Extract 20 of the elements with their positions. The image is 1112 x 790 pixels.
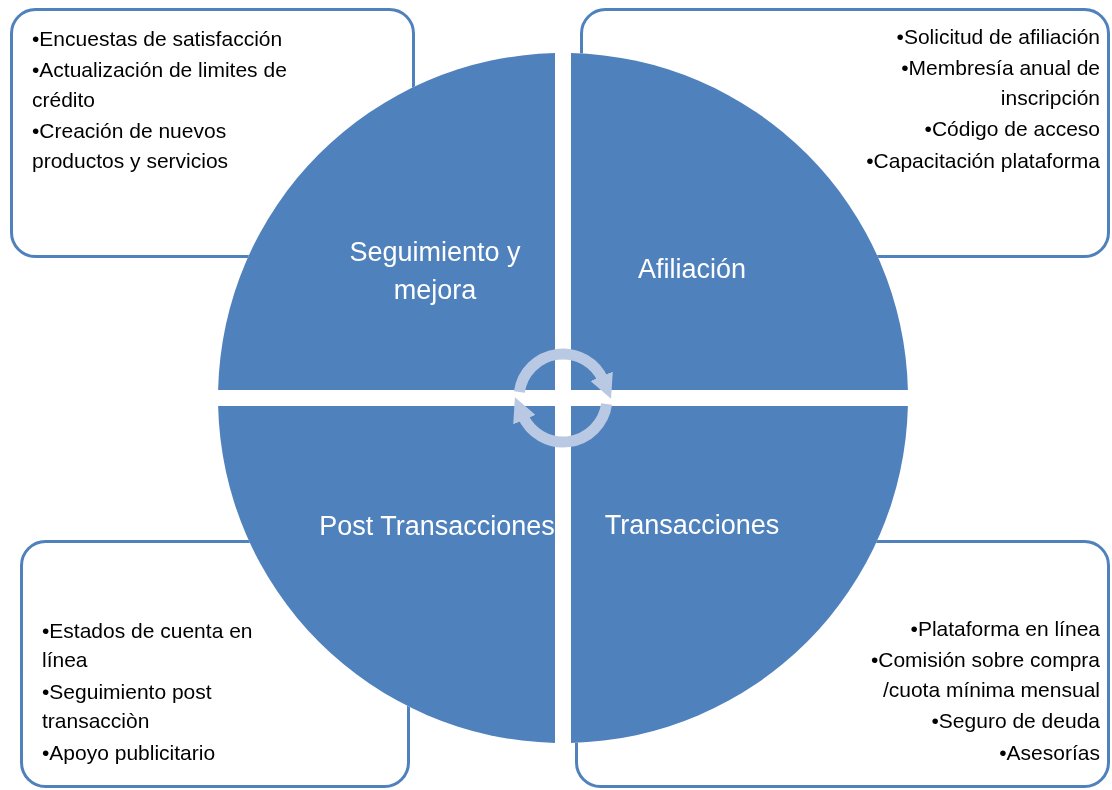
bullet-item: •Membresía anual de inscripción bbox=[900, 55, 1100, 111]
bullet-item: •Capacitación plataforma bbox=[865, 147, 1100, 174]
bullet-item: •Solicitud de afiliación bbox=[895, 24, 1100, 50]
bullet-item: •Creación de nuevos productos y servicios bbox=[32, 118, 230, 174]
bullet-item: •Código de acceso bbox=[923, 116, 1100, 143]
bullet-item: •Plataforma en línea bbox=[909, 616, 1100, 642]
bullet-item: •Comisión sobre compra /cuota mínima mensual bbox=[869, 647, 1100, 703]
cycle-arrow bbox=[514, 348, 613, 399]
quadrant-title: Afiliación bbox=[636, 253, 748, 287]
cycle-arrow bbox=[513, 397, 612, 448]
bullet-item: •Seguro de deuda bbox=[930, 708, 1100, 735]
bullet-item: •Actualización de limites de crédito bbox=[32, 57, 288, 113]
bullet-item: •Asesorías bbox=[998, 739, 1100, 766]
bullet-item: •Apoyo publicitario bbox=[42, 739, 217, 766]
quadrant-title: Seguimiento y mejora bbox=[348, 236, 522, 307]
quadrant-title: Transacciones bbox=[603, 509, 781, 543]
bullet-item: •Encuestas de satisfacción bbox=[32, 26, 284, 52]
quadrant-title: Post Transacciones bbox=[318, 510, 556, 544]
bullet-item: •Seguimiento post transacciòn bbox=[42, 678, 213, 735]
bullet-item: •Estados de cuenta en línea bbox=[42, 618, 254, 674]
